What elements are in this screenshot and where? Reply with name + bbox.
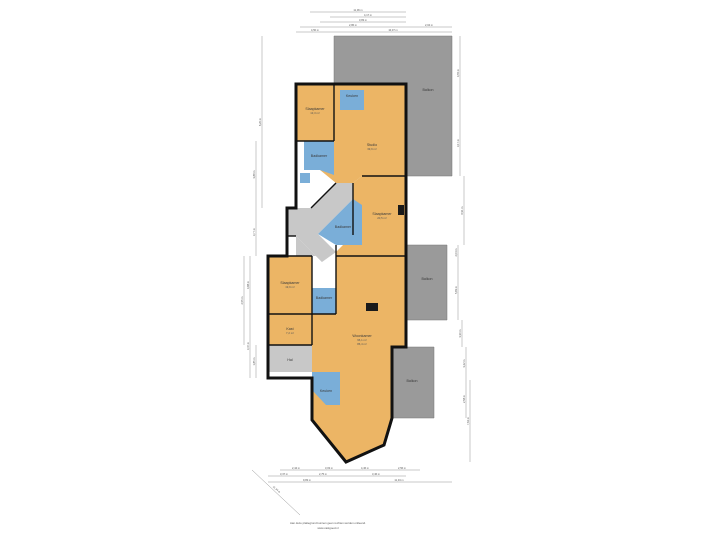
entrance-hall: [268, 345, 312, 372]
dimension-label: 2,55 m: [240, 297, 244, 305]
label-balkon2: Balkon: [422, 277, 433, 281]
dimension-label: 2,04 m: [425, 23, 433, 27]
dimension-label: 4,50 m: [311, 28, 319, 32]
fireplace: [366, 303, 378, 311]
label-badkamer3: Badkamer: [316, 296, 333, 300]
toilet-small: [300, 173, 310, 183]
dimension-label: 6,91 m: [460, 207, 464, 215]
dimension-line: [251, 469, 301, 516]
column: [398, 205, 404, 215]
room-slaapkamer-left: [268, 256, 312, 314]
living-spaces: [268, 84, 406, 462]
label-balkon1: Balkon: [423, 88, 434, 92]
area-slaapkamer2: 20,5 m²: [377, 216, 387, 220]
dimension-label: 3,37 m: [280, 472, 288, 476]
area-studio: 39,9 m²: [367, 147, 377, 151]
hallways: [268, 183, 353, 372]
area-slaapkamer3: 19,9 m²: [285, 285, 295, 289]
room-keuken-top: [340, 90, 364, 110]
label-slaapkamer1: Slaapkamer: [305, 107, 325, 111]
label-slaapkamer2: Slaapkamer: [372, 212, 392, 216]
dimension-lines: 11,06 m4,17 m3,83 m2,86 m 4,50 m 10,07 m 2,…: [240, 8, 470, 516]
footer-disclaimer: Aan deze plattegrond kunnen geen rechten…: [290, 521, 366, 525]
label-balkon3: Balkon: [407, 379, 418, 383]
dimension-label: 3,17 m: [456, 139, 460, 147]
area-kast: 7,2 m²: [286, 331, 294, 335]
dimension-label: 6,20 m: [258, 118, 262, 126]
wet-areas: [300, 90, 364, 405]
wall-segment: [310, 182, 337, 209]
dimension-label: 3,30 m: [458, 330, 462, 338]
dimension-label: 2,75 m: [319, 472, 327, 476]
dimension-label: 2,04 m: [454, 249, 458, 257]
area-slaapkamer1: 13,3 m²: [310, 111, 320, 115]
dimension-label: 3,83 m: [359, 18, 367, 22]
label-badkamer1: Badkamer: [311, 154, 328, 158]
dimension-label: 10,07 m: [388, 28, 397, 32]
dimension-label: 4,17 m: [364, 13, 372, 17]
room-slaapkamer-top: [296, 84, 334, 141]
label-kast: Kast: [286, 327, 293, 331]
dimension-label: 1,85 m: [252, 358, 256, 366]
dimension-label: 2,58 m: [462, 395, 466, 403]
label-keuken: Keuken: [346, 94, 358, 98]
dimension-label: 4,46 m: [361, 466, 369, 470]
label-studio: Studio: [367, 143, 377, 147]
label-woonkamer: Woonkamer: [352, 334, 372, 338]
label-keuken2: Keuken: [320, 389, 332, 393]
balkon-middle-right: [405, 244, 448, 321]
dimension-label: 9,83 m: [303, 478, 311, 482]
room-badkamer-lower: [312, 288, 336, 314]
diagonal-hall: [287, 183, 353, 262]
room-kast: [268, 314, 312, 345]
dimension-label: 2,56 m: [398, 466, 406, 470]
dimension-label: 3,47 m: [246, 342, 250, 350]
label-hal: Hal: [287, 358, 293, 362]
dimension-label: 3,88 m: [252, 171, 256, 179]
terraces: [333, 35, 453, 419]
label-slaapkamer3: Slaapkamer: [280, 281, 300, 285]
room-badkamer-top: [304, 141, 334, 175]
dimension-label: 11,34 m: [272, 485, 281, 494]
dimension-label: 11,34 m: [394, 478, 403, 482]
dimension-label: 3,03 m: [325, 466, 333, 470]
dimension-label: 4,88 m: [246, 281, 250, 289]
room-keuken-bottom: [312, 372, 340, 405]
room-badkamer-middle: [318, 199, 362, 245]
dimension-label: 3,22 m: [462, 360, 466, 368]
dimension-label: 4,55 m: [456, 69, 460, 77]
dimension-label: 7,62 m: [466, 417, 470, 425]
dimension-label: 5,83 m: [454, 286, 458, 294]
dimension-label: 3,46 m: [372, 472, 380, 476]
dimension-label: 11,06 m: [353, 8, 362, 12]
area-woonkamer: 96,1 m²: [357, 338, 367, 342]
walls: [266, 82, 408, 464]
dimension-label: 3,77 m: [252, 228, 256, 236]
room-labels: Slaapkamer 13,3 m² Keuken Studio 39,9 m²…: [280, 88, 433, 393]
dimension-label: 2,44 m: [292, 466, 300, 470]
dimension-label: 2,86 m: [349, 23, 357, 27]
room-woonkamer: [312, 256, 406, 462]
footer-website: www.vastgoed.nl: [318, 526, 339, 530]
label-badkamer2: Badkamer: [335, 225, 352, 229]
outer-wall: [266, 82, 408, 464]
area-woonkamer-2: 86,4 m²: [357, 342, 367, 346]
